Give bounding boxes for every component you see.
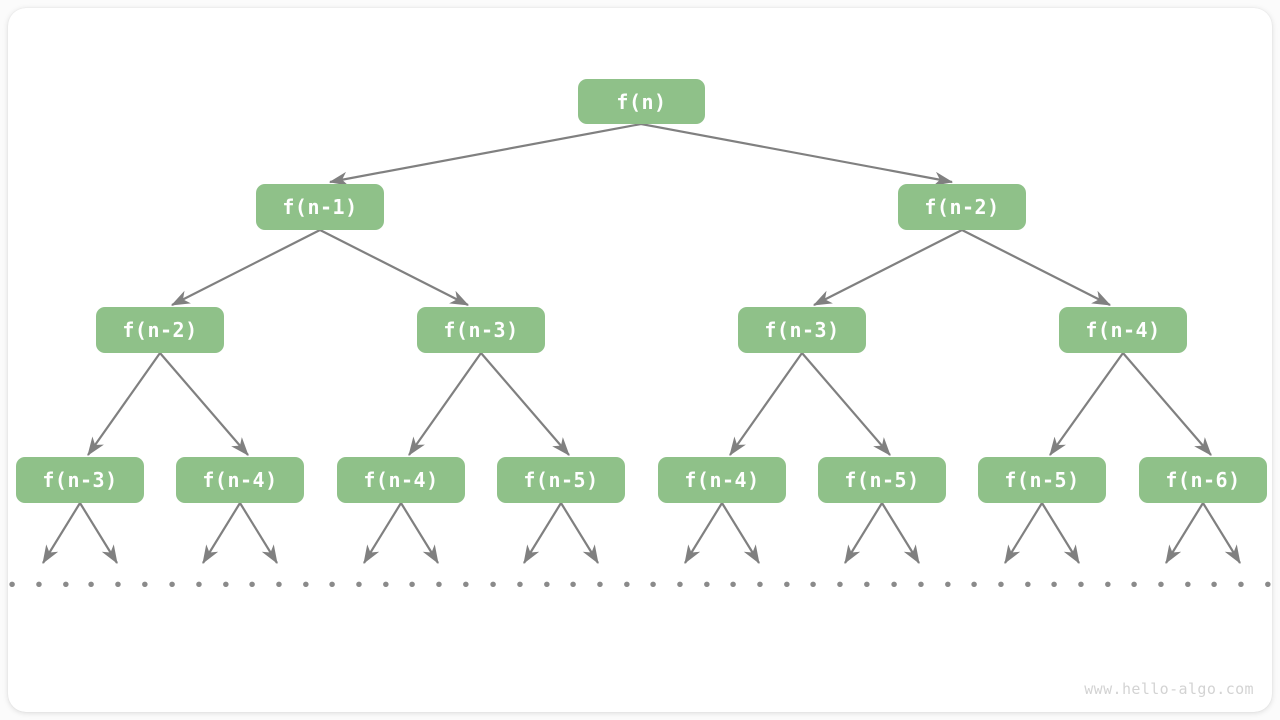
ellipsis-marker: • • •: [727, 574, 795, 597]
ellipsis-marker: • • •: [647, 574, 715, 597]
ellipsis-marker: • • •: [326, 574, 394, 597]
tree-node-l0-0: f(n): [578, 79, 705, 124]
ellipsis-marker: • • •: [1128, 574, 1196, 597]
tree-node-l3-1: f(n-4): [176, 457, 304, 503]
ellipsis-marker: • • •: [1048, 574, 1116, 597]
ellipsis-marker: • • •: [888, 574, 956, 597]
tree-node-l3-0: f(n-3): [16, 457, 144, 503]
ellipsis-marker: • • •: [567, 574, 635, 597]
ellipsis-marker: • • •: [406, 574, 474, 597]
watermark: www.hello-algo.com: [1084, 680, 1254, 698]
ellipsis-marker: • • •: [968, 574, 1036, 597]
tree-node-l2-3: f(n-4): [1059, 307, 1187, 353]
tree-node-l2-2: f(n-3): [738, 307, 866, 353]
tree-node-l3-3: f(n-5): [497, 457, 625, 503]
tree-node-l2-1: f(n-3): [417, 307, 545, 353]
ellipsis-marker: • • •: [85, 574, 153, 597]
tree-node-l3-2: f(n-4): [337, 457, 465, 503]
ellipsis-marker: • • •: [6, 574, 74, 597]
tree-node-l2-0: f(n-2): [96, 307, 224, 353]
tree-node-l3-6: f(n-5): [978, 457, 1106, 503]
tree-node-l3-5: f(n-5): [818, 457, 946, 503]
ellipsis-marker: • • •: [166, 574, 234, 597]
tree-node-l3-4: f(n-4): [658, 457, 786, 503]
ellipsis-marker: • • •: [246, 574, 314, 597]
tree-node-l1-0: f(n-1): [256, 184, 384, 230]
tree-node-l3-7: f(n-6): [1139, 457, 1267, 503]
ellipsis-marker: • • •: [487, 574, 555, 597]
ellipsis-marker: • • •: [807, 574, 875, 597]
ellipsis-marker: • • •: [1208, 574, 1276, 597]
tree-node-l1-1: f(n-2): [898, 184, 1026, 230]
